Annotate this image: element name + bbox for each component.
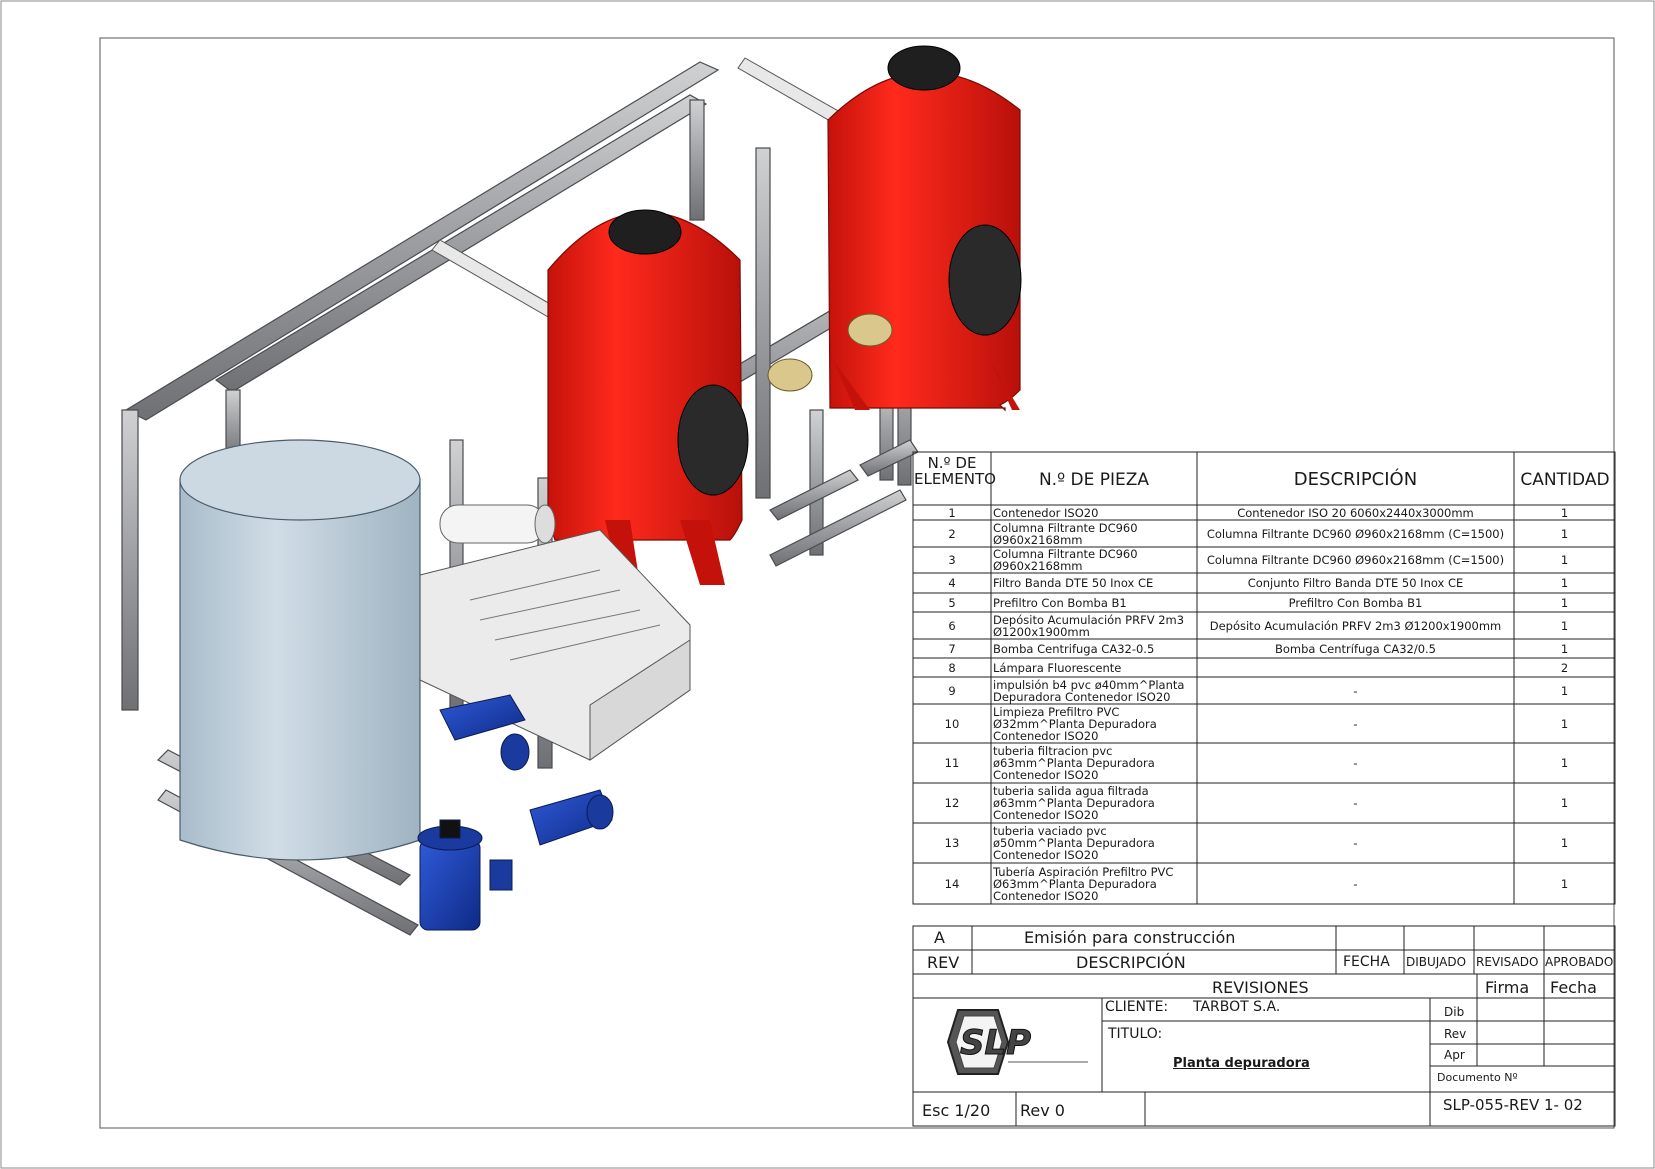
bom-quantity: 1	[1560, 505, 1569, 520]
bom-quantity: 1	[1560, 716, 1569, 731]
bom-item-number: 12	[944, 796, 960, 810]
bom-part-number: tuberia salida agua filtrada ø63mm^Plant…	[993, 784, 1155, 822]
bom-item-number: 13	[944, 836, 960, 850]
documento-value: SLP-055-REV 1- 02	[1443, 1096, 1583, 1114]
bom-part-number: Tubería Aspiración Prefiltro PVC Ø63mm^P…	[993, 864, 1174, 903]
bom-description: Depósito Acumulación PRFV 2m3 Ø1200x1900…	[1209, 618, 1502, 633]
bom-part-number: Bomba Centrifuga CA32-0.5	[993, 641, 1155, 656]
bom-description: -	[1353, 876, 1358, 891]
bom-part-number: Depósito Acumulación PRFV 2m3 Ø1200x1900…	[993, 612, 1185, 639]
bom-item-number: 2	[948, 526, 956, 541]
revision-letter: A	[934, 928, 945, 947]
bom-description: Bomba Centrífuga CA32/0.5	[1275, 641, 1436, 656]
revision-header-aprobado: APROBADO	[1545, 955, 1614, 969]
bom-part-number: Columna Filtrante DC960 Ø960x2168mm	[993, 547, 1138, 573]
bom-item-number: 10	[944, 716, 960, 731]
accumulation-tank	[179, 439, 421, 861]
bom-description: Columna Filtrante DC960 Ø960x2168mm (C=1…	[1206, 526, 1505, 541]
cliente-value: TARBOT S.A.	[1193, 999, 1281, 1015]
titulo-label: TITULO:	[1108, 1026, 1163, 1042]
revisions-title: REVISIONES	[1212, 978, 1309, 997]
documento-label: Documento Nº	[1437, 1071, 1518, 1084]
bom-part-number: impulsión b4 pvc ø40mm^Planta Depuradora…	[993, 677, 1185, 704]
bom-item-number: 14	[944, 876, 960, 891]
revision-description: Emisión para construcción	[1024, 928, 1236, 947]
revision-header-rev: REV	[927, 953, 960, 972]
bom-description: Contenedor ISO 20 6060x2440x3000mm	[1237, 505, 1474, 520]
bom-part-number: Lámpara Fluorescente	[993, 660, 1122, 675]
svg-text:SLP: SLP	[960, 1023, 1031, 1063]
bom-description: -	[1353, 716, 1358, 731]
bom-quantity: 1	[1560, 618, 1569, 633]
revision-number: Rev 0	[1020, 1101, 1065, 1120]
bom-item-number: 11	[944, 756, 960, 770]
slp-logo: SLP	[946, 1009, 1088, 1075]
bom-quantity: 1	[1560, 576, 1569, 590]
bom-quantity: 1	[1560, 553, 1569, 567]
bom-description: -	[1353, 836, 1358, 850]
bom-quantity: 2	[1560, 660, 1569, 675]
bom-quantity: 1	[1560, 641, 1569, 656]
filter-column-left	[547, 209, 749, 585]
bom-header-description: DESCRIPCIÓN	[1293, 469, 1418, 490]
bom-part-number: Prefiltro Con Bomba B1	[993, 595, 1127, 610]
bom-quantity: 1	[1560, 526, 1569, 541]
bom-item-number: 4	[948, 576, 956, 590]
bom-header-item: N.º DE ELEMENTO	[914, 454, 996, 488]
filter-column-right	[827, 45, 1022, 412]
bom-part-number: Contenedor ISO20	[993, 505, 1099, 520]
bom-description: -	[1353, 756, 1358, 770]
revision-header-fecha: FECHA	[1343, 954, 1390, 970]
bom-part-number: Limpieza Prefiltro PVC Ø32mm^Planta Depu…	[993, 704, 1157, 743]
bom-item-number: 1	[948, 505, 956, 520]
bom-description: Columna Filtrante DC960 Ø960x2168mm (C=1…	[1206, 553, 1505, 567]
bom-part-number: Columna Filtrante DC960 Ø960x2168mm	[993, 520, 1138, 547]
bom-header-part: N.º DE PIEZA	[1038, 470, 1150, 490]
bom-item-number: 6	[948, 618, 956, 633]
bom-item-number: 5	[948, 595, 956, 610]
centrifugal-pumps	[439, 694, 614, 846]
titulo-value: Planta depuradora	[1173, 1056, 1310, 1071]
revision-header-revisado: REVISADO	[1476, 955, 1539, 969]
revision-header-dibujado: DIBUJADO	[1406, 955, 1467, 969]
bom-item-number: 3	[948, 553, 956, 567]
firma-label: Firma	[1485, 978, 1530, 997]
bom-quantity: 1	[1560, 836, 1569, 850]
bom-description: -	[1353, 796, 1358, 810]
bom-quantity: 1	[1560, 876, 1569, 891]
bom-description: Prefiltro Con Bomba B1	[1288, 595, 1423, 610]
bom-quantity: 1	[1560, 595, 1569, 610]
bom-quantity: 1	[1560, 796, 1569, 810]
dib-label: Dib	[1444, 1005, 1465, 1019]
fecha-label: Fecha	[1550, 978, 1597, 997]
bom-item-number: 8	[948, 660, 956, 675]
bom-header-quantity: CANTIDAD	[1520, 470, 1610, 490]
multiport-valves	[767, 313, 893, 392]
bom-item-number: 9	[948, 683, 956, 698]
bom-description: -	[1353, 683, 1358, 698]
bom-description: Conjunto Filtro Banda DTE 50 Inox CE	[1247, 576, 1464, 590]
rev-label: Rev	[1444, 1027, 1467, 1041]
bom-part-number: Filtro Banda DTE 50 Inox CE	[993, 576, 1154, 590]
bom-description	[1198, 658, 1513, 677]
cliente-label: CLIENTE:	[1105, 999, 1169, 1015]
bom-item-number: 7	[948, 641, 956, 656]
bom-quantity: 1	[1560, 683, 1569, 698]
bom-part-number: tuberia vaciado pvc ø50mm^Planta Depurad…	[993, 824, 1155, 862]
apr-label: Apr	[1444, 1048, 1465, 1062]
bom-part-number: tuberia filtracion pvc ø63mm^Planta Depu…	[993, 744, 1155, 782]
revision-header-description: DESCRIPCIÓN	[1076, 953, 1186, 972]
bom-quantity: 1	[1560, 756, 1569, 770]
prefilter-pump	[417, 819, 513, 931]
scale-value: Esc 1/20	[922, 1101, 991, 1120]
